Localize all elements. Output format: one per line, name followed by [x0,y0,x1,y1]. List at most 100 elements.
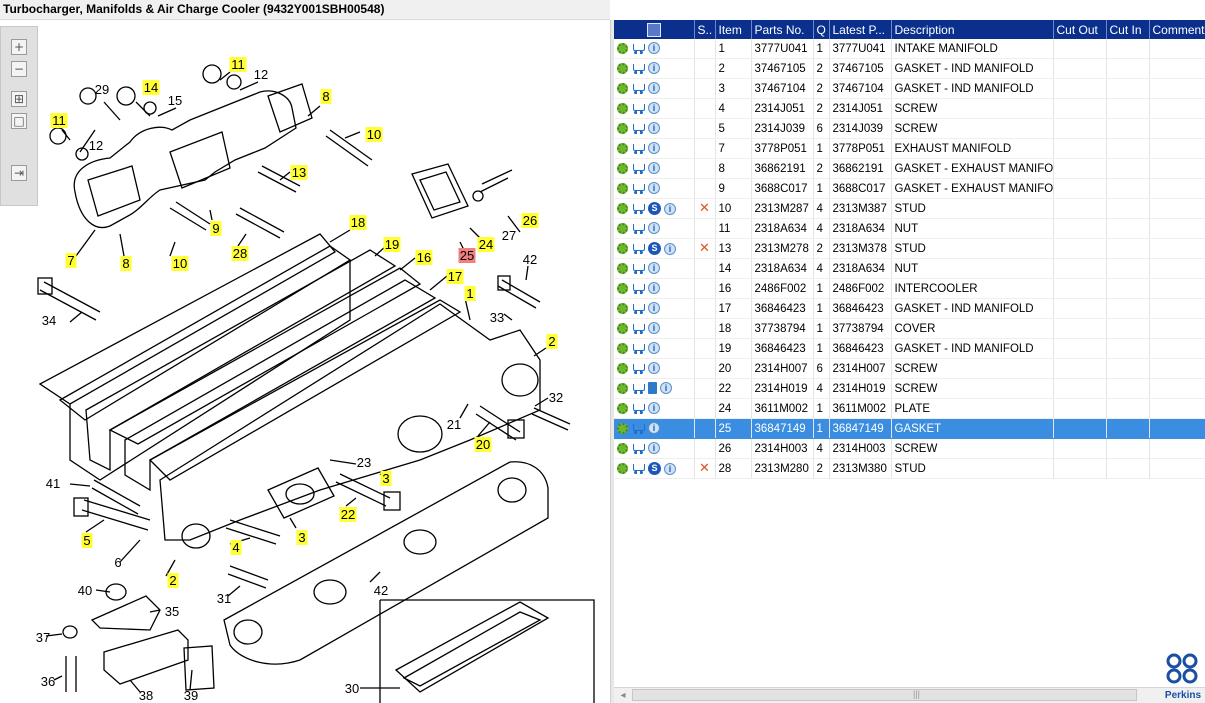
callout-8[interactable]: 8 [320,89,332,104]
callout-24[interactable]: 24 [477,237,495,252]
cart-icon[interactable] [631,123,645,134]
info-icon[interactable]: i [648,42,660,55]
pane-splitter[interactable] [610,20,614,703]
gear-icon[interactable] [617,62,628,74]
info-icon[interactable]: i [664,242,676,255]
callout-25[interactable]: 25 [458,248,476,263]
callout-17[interactable]: 17 [446,269,464,284]
gear-icon[interactable] [617,42,628,54]
info-icon[interactable]: i [648,142,660,155]
cart-icon[interactable] [631,363,645,374]
column-header-cut-in[interactable]: Cut In [1106,20,1150,39]
callout-10[interactable]: 10 [171,256,189,271]
cart-icon[interactable] [631,83,645,94]
column-header-cut-out[interactable]: Cut Out [1053,20,1107,39]
gear-icon[interactable] [617,142,628,154]
search-icon[interactable] [646,22,661,37]
gear-icon[interactable] [617,222,628,234]
cart-icon[interactable] [631,243,645,254]
column-header-parts-no[interactable]: Parts No. [751,20,814,39]
callout-1[interactable]: 1 [464,286,476,301]
cart-icon[interactable] [631,343,645,354]
info-icon[interactable]: i [648,122,660,135]
gear-icon[interactable] [617,82,628,94]
cart-icon[interactable] [631,43,645,54]
column-header-comment[interactable]: Comment [1149,20,1205,39]
info-icon[interactable]: i [648,262,660,275]
callout-26[interactable]: 26 [521,213,539,228]
info-icon[interactable]: i [648,402,660,415]
info-icon[interactable]: i [648,102,660,115]
zoom-out-icon[interactable]: − [11,61,27,77]
cart-icon[interactable] [631,283,645,294]
actual-size-icon[interactable]: □ [11,113,27,129]
callout-10[interactable]: 10 [365,127,383,142]
cart-icon[interactable] [631,383,645,394]
callout-11[interactable]: 11 [229,57,247,72]
supersession-icon[interactable]: S [648,462,661,475]
callout-22[interactable]: 22 [339,507,357,522]
callout-13[interactable]: 13 [290,165,308,180]
supersession-icon[interactable]: S [648,242,661,255]
info-icon[interactable]: i [648,282,660,295]
info-icon[interactable]: i [648,362,660,375]
gear-icon[interactable] [617,102,628,114]
gear-icon[interactable] [617,182,628,194]
export-icon[interactable]: ⇥ [11,165,27,181]
cart-icon[interactable] [631,223,645,234]
info-icon[interactable]: i [664,462,676,475]
callout-2[interactable]: 2 [546,334,558,349]
scrollbar-thumb[interactable]: ||| [632,689,1137,701]
cart-icon[interactable] [631,263,645,274]
gear-icon[interactable] [617,162,628,174]
info-icon[interactable]: i [648,222,660,235]
gear-icon[interactable] [617,362,628,374]
info-icon[interactable]: i [664,202,676,215]
info-icon[interactable]: i [648,442,660,455]
gear-icon[interactable] [617,122,628,134]
fit-to-window-icon[interactable]: ⊞ [11,91,27,107]
cart-icon[interactable] [631,103,645,114]
cart-icon[interactable] [631,203,645,214]
horizontal-scrollbar[interactable]: ◂ ||| [614,687,1205,703]
callout-19[interactable]: 19 [383,237,401,252]
callout-5[interactable]: 5 [81,533,93,548]
cart-icon[interactable] [631,463,645,474]
callout-18[interactable]: 18 [349,215,367,230]
gear-icon[interactable] [617,422,628,434]
info-icon[interactable]: i [648,342,660,355]
document-icon[interactable] [648,382,657,395]
cart-icon[interactable] [631,403,645,414]
scroll-left-icon[interactable]: ◂ [620,690,626,701]
cart-icon[interactable] [631,323,645,334]
column-header-status[interactable]: S.. [694,20,716,39]
column-header-icons[interactable] [614,20,695,39]
cart-icon[interactable] [631,443,645,454]
cart-icon[interactable] [631,143,645,154]
gear-icon[interactable] [617,322,628,334]
info-icon[interactable]: i [648,302,660,315]
cart-icon[interactable] [631,63,645,74]
gear-icon[interactable] [617,442,628,454]
cart-icon[interactable] [631,303,645,314]
info-icon[interactable]: i [648,422,660,435]
callout-4[interactable]: 4 [230,540,242,555]
